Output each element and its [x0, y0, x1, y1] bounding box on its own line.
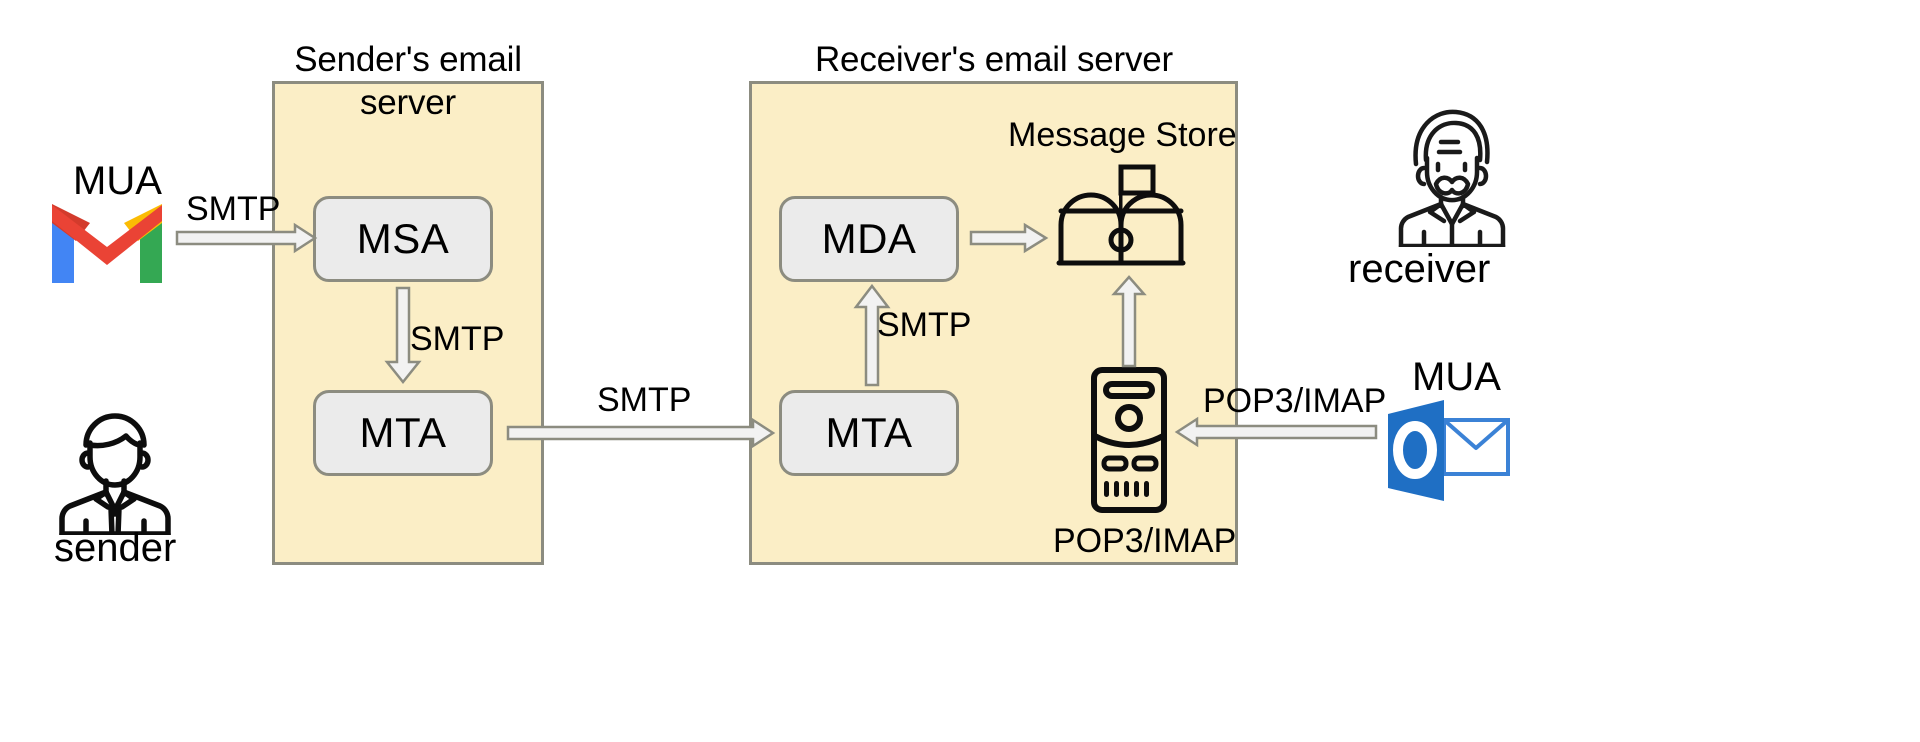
arrow-outlook-to-pop3imap: [1174, 416, 1378, 448]
receiver-email-server-panel: [749, 81, 1238, 565]
node-msa[interactable]: MSA: [313, 196, 493, 282]
receiver-person-icon: [1386, 102, 1514, 250]
arrow-label-sender-mta-to-receiver-mta: SMTP: [597, 381, 692, 419]
mailbox-icon: [1053, 163, 1199, 273]
arrow-label-receiver-mta-to-mda: SMTP: [877, 306, 972, 344]
arrow-receiver-mta-to-mda: [853, 283, 891, 387]
sender-mua-label: MUA: [73, 159, 162, 203]
sender-person-label: sender: [54, 526, 177, 570]
sender-person-icon: [50, 395, 180, 538]
arrow-label-outlook-to-pop3imap: POP3/IMAP: [1203, 382, 1387, 420]
sender-email-server-title: Sender's email server: [294, 40, 522, 122]
arrow-pop3imap-to-message-store: [1111, 275, 1147, 368]
arrow-mda-to-message-store: [969, 222, 1049, 254]
arrow-label-mua-to-msa: SMTP: [186, 190, 281, 228]
receiver-mua-label: MUA: [1412, 355, 1501, 399]
arrow-label-msa-to-mta: SMTP: [410, 320, 505, 358]
receiver-email-server-title: Receiver's email server: [814, 40, 1173, 79]
message-store-label: Message Store: [1008, 116, 1237, 154]
node-sender-mta[interactable]: MTA: [313, 390, 493, 476]
node-mda[interactable]: MDA: [779, 196, 959, 282]
arrow-mua-to-msa: [175, 222, 318, 254]
arrow-sender-mta-to-receiver-mta: [506, 417, 776, 449]
node-receiver-mta[interactable]: MTA: [779, 390, 959, 476]
outlook-logo-icon: [1382, 398, 1512, 503]
pop3imap-caption: POP3/IMAP: [1053, 522, 1237, 560]
server-tower-icon: [1090, 366, 1168, 514]
receiver-person-label: receiver: [1348, 247, 1491, 291]
gmail-logo-icon: [52, 203, 162, 283]
arrow-msa-to-mta: [384, 286, 422, 385]
